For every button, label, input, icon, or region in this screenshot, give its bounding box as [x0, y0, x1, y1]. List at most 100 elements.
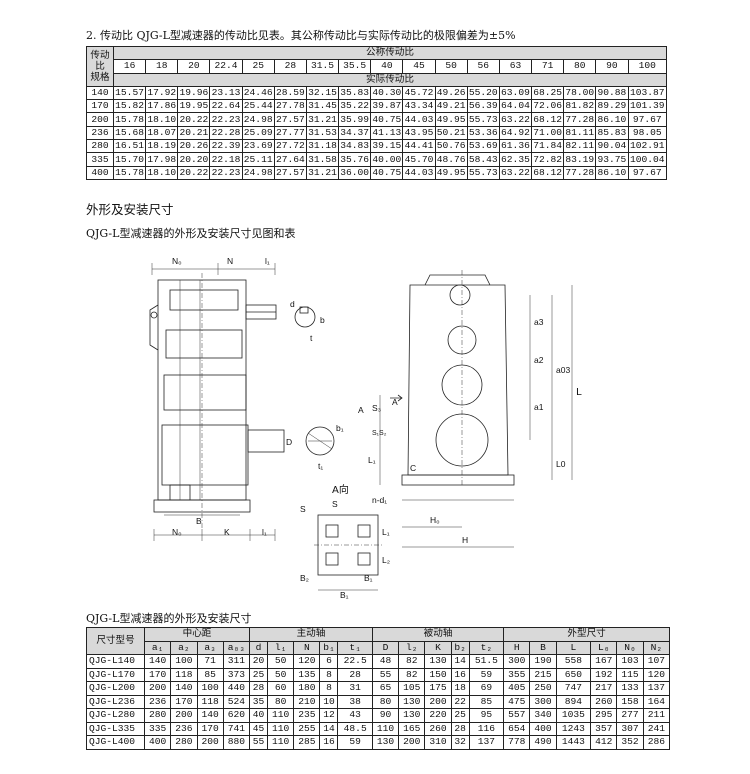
- ratio-value-cell: 71.84: [531, 139, 565, 154]
- dim-value-cell: 60: [266, 681, 295, 696]
- ratio-value-cell: 55.73: [466, 165, 500, 180]
- label-b1: b₁: [336, 423, 344, 433]
- dim-value-cell: 118: [196, 694, 224, 709]
- dim-value-cell: 650: [555, 667, 592, 682]
- dim-value-cell: 280: [170, 735, 198, 750]
- label-K: K: [224, 527, 230, 537]
- dim-value-cell: 35: [249, 694, 268, 709]
- label-C: C: [410, 463, 416, 473]
- dim-column-header: K: [424, 640, 452, 655]
- ratio-value-cell: 68.12: [531, 112, 565, 127]
- ratio-spec-cell: 170: [86, 99, 114, 114]
- dim-value-cell: 747: [555, 681, 592, 696]
- ratio-value-cell: 15.57: [112, 85, 147, 101]
- dim-value-cell: 22: [450, 694, 470, 709]
- dim-value-cell: 167: [590, 654, 618, 669]
- ratio-value-cell: 25.44: [241, 99, 275, 114]
- dim-value-cell: 50: [266, 654, 295, 669]
- ratio-corner-label-line: 传动: [90, 49, 110, 61]
- ratio-value-cell: 50.76: [434, 139, 468, 154]
- dim-value-cell: 200: [424, 694, 452, 709]
- dim-column-header: a₁: [143, 640, 172, 655]
- ratio-value-cell: 31.58: [305, 152, 340, 167]
- ratio-value-cell: 24.98: [241, 112, 275, 127]
- dim-value-cell: 557: [503, 708, 531, 723]
- ratio-value-cell: 27.57: [273, 165, 307, 180]
- ratio-value-cell: 90.04: [595, 139, 629, 154]
- ratio-value-cell: 49.21: [434, 99, 468, 114]
- dim-value-cell: 51.5: [468, 654, 505, 669]
- ratio-value-cell: 43.34: [402, 99, 436, 114]
- dim-value-cell: 110: [266, 735, 295, 750]
- dim-value-cell: 220: [424, 708, 452, 723]
- dim-column-header: L₀: [590, 640, 618, 655]
- ratio-value-cell: 31.18: [305, 139, 340, 154]
- label-nd1: n-d₁: [372, 495, 387, 505]
- ratio-value-cell: 49.26: [434, 85, 468, 101]
- dim-value-cell: 130: [398, 694, 426, 709]
- dim-value-cell: 59: [468, 667, 505, 682]
- ratio-nominal-label: 公称传动比: [113, 45, 667, 61]
- dim-value-cell: 28: [337, 667, 373, 682]
- ratio-value-cell: 43.95: [402, 125, 436, 141]
- dim-model-cell: QJG-L200: [86, 681, 145, 696]
- dim-column-header: a₂: [170, 640, 198, 655]
- ratio-value-cell: 20.21: [177, 125, 211, 141]
- label-H0: H₀: [430, 515, 440, 525]
- dim-value-cell: 71: [196, 654, 224, 669]
- dim-model-header: 尺寸型号: [86, 627, 145, 655]
- dim-column-header: d: [249, 640, 268, 655]
- dim-value-cell: 490: [529, 735, 557, 750]
- dim-value-cell: 200: [143, 681, 172, 696]
- ratio-value-cell: 85.83: [595, 125, 629, 141]
- dim-value-cell: 38: [337, 694, 373, 709]
- dim-value-cell: 165: [398, 721, 426, 736]
- dim-column-header: b₂: [450, 640, 470, 655]
- ratio-nominal-cell: 25: [241, 59, 275, 74]
- dim-model-cell: QJG-L170: [86, 667, 145, 682]
- label-N0: N₀: [172, 256, 182, 266]
- label-a03: a03: [556, 365, 570, 375]
- ratio-value-cell: 34.37: [338, 125, 372, 141]
- ratio-value-cell: 22.18: [209, 152, 243, 167]
- dim-value-cell: 250: [529, 681, 557, 696]
- ratio-nominal-cell: 50: [434, 59, 468, 74]
- dim-value-cell: 277: [616, 708, 644, 723]
- ratio-value-cell: 102.91: [627, 139, 667, 154]
- label-H: H: [462, 535, 468, 545]
- sub-heading: QJG-L型减速器的外形及安装尺寸见图和表: [86, 227, 296, 240]
- dim-value-cell: 286: [642, 735, 671, 750]
- dim-value-cell: 1443: [555, 735, 592, 750]
- side-view: N₀ N l₁ d b t D b₁ t₁ B: [149, 256, 344, 541]
- dim-value-cell: 140: [170, 681, 198, 696]
- dim-value-cell: 164: [642, 694, 671, 709]
- dim-value-cell: 170: [170, 694, 198, 709]
- dim-value-cell: 235: [293, 708, 321, 723]
- label-b: b: [320, 315, 325, 325]
- ratio-value-cell: 98.05: [627, 125, 667, 141]
- ratio-value-cell: 31.53: [305, 125, 340, 141]
- dim-value-cell: 170: [143, 667, 172, 682]
- dim-value-cell: 217: [590, 681, 618, 696]
- ratio-value-cell: 22.23: [209, 165, 243, 180]
- dim-value-cell: 107: [642, 654, 671, 669]
- ratio-value-cell: 27.64: [273, 152, 307, 167]
- ratio-value-cell: 23.13: [209, 85, 243, 101]
- dim-model-cell: QJG-L236: [86, 694, 145, 709]
- ratio-value-cell: 18.10: [145, 112, 179, 127]
- label-S-left: S: [300, 504, 306, 514]
- ratio-nominal-cell: 63: [498, 59, 533, 74]
- ratio-value-cell: 93.75: [595, 152, 629, 167]
- dim-value-cell: 894: [555, 694, 592, 709]
- dim-value-cell: 558: [555, 654, 592, 669]
- dim-value-cell: 475: [503, 694, 531, 709]
- ratio-value-cell: 34.83: [338, 139, 372, 154]
- dim-column-header: a₀₃: [222, 640, 251, 655]
- ratio-value-cell: 15.68: [112, 125, 147, 141]
- ratio-value-cell: 27.57: [273, 112, 307, 127]
- dim-value-cell: 120: [293, 654, 321, 669]
- ratio-corner-label-line: 比: [95, 60, 105, 72]
- dim-value-cell: 175: [424, 681, 452, 696]
- ratio-value-cell: 103.87: [627, 85, 667, 101]
